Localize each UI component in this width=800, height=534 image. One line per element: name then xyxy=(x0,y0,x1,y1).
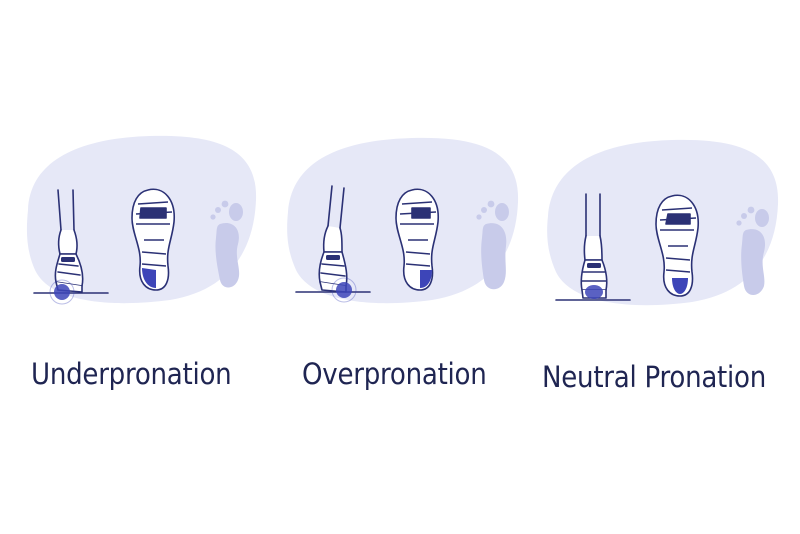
label-overpronation: Overpronation xyxy=(302,357,487,391)
label-neutral-pronation: Neutral Pronation xyxy=(542,360,766,394)
footprint-icon xyxy=(476,200,509,290)
panel-overpronation: Overpronation xyxy=(280,0,540,534)
overpronation-illustration xyxy=(287,137,519,304)
shoe-sole-icon xyxy=(131,188,175,291)
shoe-sole-icon xyxy=(655,194,699,297)
label-underpronation: Underpronation xyxy=(31,357,232,391)
shoe-sole-icon xyxy=(395,188,439,291)
wear-zone-marker xyxy=(336,282,352,298)
footprint-icon xyxy=(210,200,243,288)
panel-neutral-pronation: Neutral Pronation xyxy=(540,0,800,534)
underpronation-illustration xyxy=(26,135,257,305)
wear-zone-marker xyxy=(585,285,603,299)
panel-underpronation: Underpronation xyxy=(20,0,280,534)
wear-zone-marker xyxy=(54,284,70,300)
neutral-pronation-illustration xyxy=(547,139,779,306)
footprint-icon xyxy=(736,206,769,295)
